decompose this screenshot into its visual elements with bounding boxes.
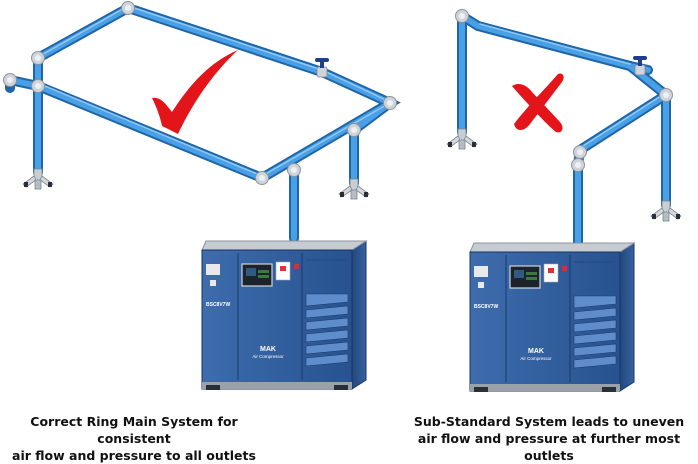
left-caption: Correct Ring Main System for consistent … xyxy=(0,413,268,464)
diagram-scene xyxy=(3,1,682,393)
right-compressor xyxy=(469,242,635,393)
right-sub-standard-panel xyxy=(446,9,682,393)
left-caption-line1: Correct Ring Main System for consistent xyxy=(30,414,238,446)
right-pipework xyxy=(457,11,671,250)
red-cross-icon xyxy=(512,73,564,133)
left-air-outlets xyxy=(22,168,370,200)
left-compressor xyxy=(201,240,367,391)
right-caption: Sub-Standard System leads to uneven air … xyxy=(400,413,698,464)
red-check-mark-icon xyxy=(152,50,238,134)
right-air-outlets xyxy=(446,128,682,222)
right-caption-line2: air flow and pressure at further most ou… xyxy=(417,431,681,463)
left-ring-pipework xyxy=(5,2,401,243)
right-caption-line1: Sub-Standard System leads to uneven xyxy=(413,414,685,429)
left-ring-main-panel xyxy=(3,1,401,391)
